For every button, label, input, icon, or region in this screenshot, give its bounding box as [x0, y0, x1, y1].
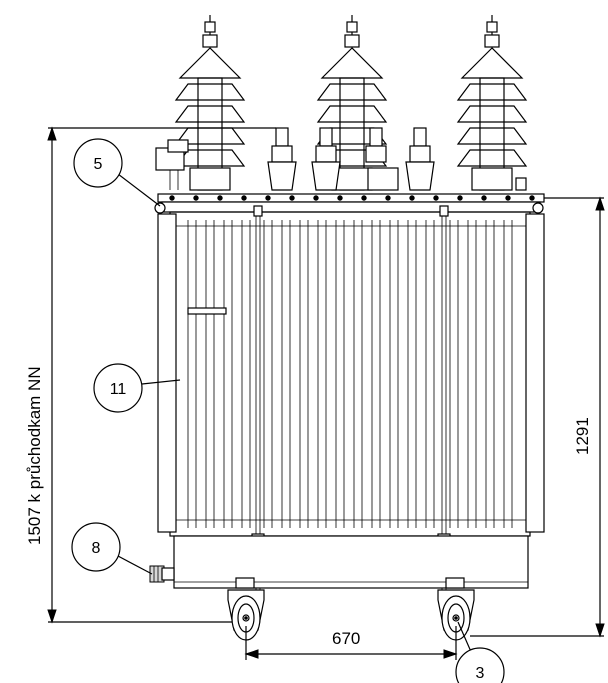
- hv-bushing-left: [174, 15, 246, 191]
- callout-3-number: 3: [476, 665, 485, 682]
- accessory-box: [155, 139, 189, 190]
- dimension-left-label: 1507 k průchodkam NN: [25, 366, 44, 545]
- wheel-left: [227, 577, 265, 641]
- lid-bolts: [169, 195, 535, 201]
- dimension-right-label: 1291: [573, 417, 592, 455]
- callout-11-number: 11: [110, 381, 127, 398]
- callout-3: 3: [455, 621, 505, 683]
- callout-8: 8: [71, 522, 153, 575]
- callout-5: 5: [73, 138, 161, 207]
- lifting-lugs: [154, 202, 544, 214]
- callout-5-number: 5: [94, 156, 103, 173]
- dimension-bottom-label: 670: [332, 629, 360, 648]
- dimension-left: [47, 126, 276, 624]
- hv-bushing-middle: [316, 15, 388, 191]
- tank-base: [173, 535, 529, 589]
- hv-bushing-right: [456, 15, 528, 191]
- drain-valve: [149, 565, 175, 583]
- radiator-fins: [187, 220, 513, 528]
- wheel-right: [437, 577, 475, 641]
- callout-8-number: 8: [92, 540, 101, 557]
- lv-bushings: [267, 127, 435, 191]
- dimension-bottom: [244, 626, 458, 660]
- rating-plate: [187, 307, 227, 315]
- accessory-right: [515, 177, 527, 191]
- callout-11: 11: [93, 363, 181, 413]
- dimension-right: [470, 196, 605, 638]
